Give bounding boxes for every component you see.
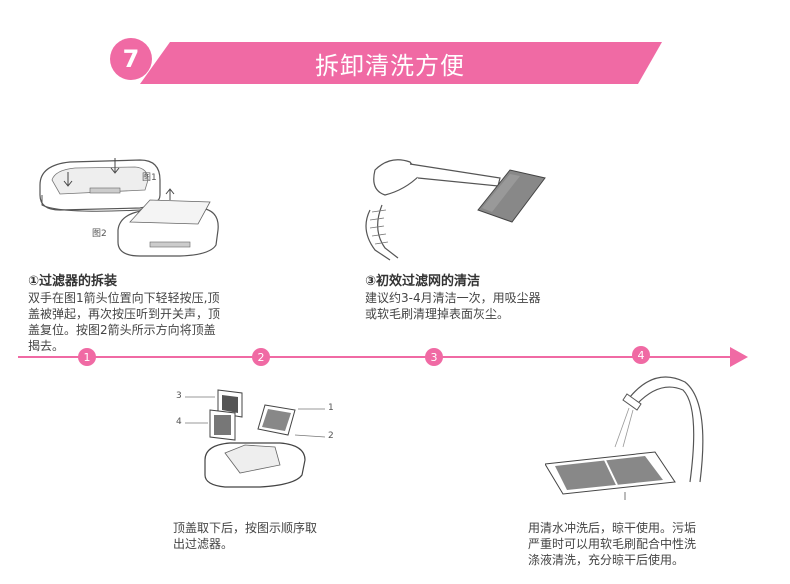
section-1-line: 揭去。 <box>28 339 65 353</box>
vacuum-cleaning-illustration <box>365 159 546 261</box>
section-1-text: 双手在图1箭头位置向下轻轻按压,顶 盖被弹起，再次按压听到开关声，顶 盖复位。按… <box>28 290 278 354</box>
section-3-line: 或软毛刷清理掉表面灰尘。 <box>365 307 510 321</box>
figure-2-label: 图2 <box>92 229 107 239</box>
filter-parts-illustration <box>185 389 326 488</box>
figure-1-label: 图1 <box>142 173 157 183</box>
step-number: 7 <box>122 45 140 73</box>
timeline-step-2: 2 <box>252 348 270 366</box>
part-label-3: 3 <box>176 391 182 401</box>
section-1-heading: ①过滤器的拆装 <box>28 274 118 289</box>
timeline-arrow-icon <box>730 347 748 367</box>
section-1-line: 双手在图1箭头位置向下轻轻按压,顶 <box>28 291 220 305</box>
section-3-heading: ③初效过滤网的清洁 <box>365 274 481 289</box>
section-4-text: 用清水冲洗后，晾干使用。污垢 严重时可以用软毛刷配合中性洗 涤液清洗，充分晾干后… <box>528 520 748 568</box>
timeline-line <box>18 356 738 358</box>
part-label-4: 4 <box>176 417 182 427</box>
section-1-line: 盖被弹起，再次按压听到开关声，顶 <box>28 307 221 321</box>
section-4-line: 涤液清洗，充分晾干后使用。 <box>528 553 685 567</box>
title-banner <box>140 42 662 84</box>
timeline-step-3: 3 <box>425 348 443 366</box>
timeline-step-4: 4 <box>632 346 650 364</box>
timeline-step-1: 1 <box>78 348 96 366</box>
section-2-text: 顶盖取下后，按图示顺序取 出过滤器。 <box>173 520 373 552</box>
section-4-line: 用清水冲洗后，晾干使用。污垢 <box>528 521 697 535</box>
section-2-line: 出过滤器。 <box>173 537 234 551</box>
section-3-line: 建议约3-4月清洁一次，用吸尘器 <box>365 291 541 305</box>
section-4-line: 严重时可以用软毛刷配合中性洗 <box>528 537 697 551</box>
faucet-rinsing-illustration <box>545 376 704 500</box>
device-cover-illustration <box>39 158 219 257</box>
section-1-line: 盖复位。按图2箭头所示方向将顶盖 <box>28 323 216 337</box>
part-label-2: 2 <box>328 431 334 441</box>
page-title: 拆卸清洗方便 <box>315 51 465 80</box>
step-number-badge: 7 <box>110 38 152 80</box>
section-2-line: 顶盖取下后，按图示顺序取 <box>173 521 318 535</box>
section-3-text: 建议约3-4月清洁一次，用吸尘器 或软毛刷清理掉表面灰尘。 <box>365 290 605 322</box>
part-label-1: 1 <box>328 403 334 413</box>
